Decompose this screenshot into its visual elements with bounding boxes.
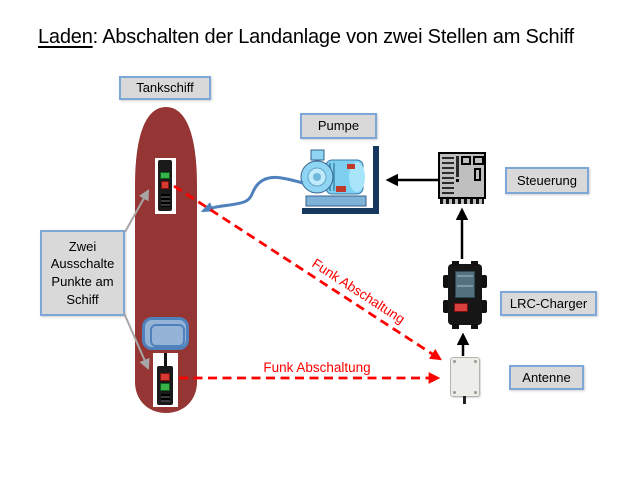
remote-display bbox=[160, 383, 170, 391]
steuerung-label: Steuerung bbox=[505, 167, 589, 194]
antenna-screw bbox=[453, 360, 456, 363]
charger-display-panel bbox=[455, 271, 475, 298]
pumpe-label: Pumpe bbox=[300, 113, 377, 139]
pump-motor-cap bbox=[349, 162, 365, 192]
remote-antenna-stub bbox=[164, 353, 167, 367]
charger-panel-line bbox=[457, 285, 473, 287]
quay-wall-vertical bbox=[373, 146, 379, 214]
remote-stop-button bbox=[160, 373, 170, 381]
controller-module-1 bbox=[461, 156, 471, 165]
antenne-device-icon bbox=[450, 357, 480, 397]
controller-connector-pins bbox=[440, 199, 484, 204]
lrc-charger-device-icon bbox=[443, 261, 487, 329]
pump-rib bbox=[333, 163, 335, 191]
pointer-line-upper bbox=[124, 189, 150, 233]
quay-wall-horizontal bbox=[302, 208, 379, 214]
title-underlined-word: Laden bbox=[38, 26, 93, 48]
controller-led bbox=[456, 179, 459, 182]
charger-panel-line bbox=[457, 275, 473, 277]
zwei-ausschalte-punkte-label: Zwei Ausschalte Punkte am Schiff bbox=[40, 230, 125, 316]
lrc-charger-label: LRC-Charger bbox=[500, 291, 597, 316]
charger-mount-tab bbox=[452, 261, 459, 266]
loading-hose bbox=[200, 175, 304, 213]
antenna-screw bbox=[474, 391, 477, 394]
pump-base bbox=[305, 195, 367, 207]
title-rest: : Abschalten der Landanlage von zwei Ste… bbox=[92, 26, 575, 48]
remote-speaker-grill bbox=[161, 394, 170, 402]
antenna-screw bbox=[474, 360, 477, 363]
antenna-screw bbox=[453, 391, 456, 394]
remote-stop-button bbox=[161, 181, 169, 189]
controller-module-2 bbox=[473, 156, 484, 165]
controller-slot bbox=[456, 156, 459, 177]
pump-flange bbox=[310, 149, 325, 161]
charger-red-button bbox=[454, 303, 468, 312]
deck-hatch-inner bbox=[150, 324, 185, 347]
tankschiff-label: Tankschiff bbox=[119, 76, 211, 100]
page-title: Laden: Abschalten der Landanlage von zwe… bbox=[38, 26, 574, 49]
steuerung-device-icon bbox=[438, 152, 486, 199]
charger-clip bbox=[443, 300, 449, 313]
remote-display bbox=[160, 172, 170, 179]
pump-volute-hub bbox=[313, 173, 321, 181]
deck-hatch bbox=[142, 317, 189, 350]
funk-abschaltung-label-diagonal: Funk Abschaltung bbox=[309, 256, 407, 327]
antenne-label: Antenne bbox=[509, 365, 584, 390]
charger-mount-tab bbox=[452, 324, 459, 329]
funk-abschaltung-label-horizontal: Funk Abschaltung bbox=[263, 360, 370, 375]
pumpe-device-icon bbox=[300, 146, 379, 214]
remote-transmitter-bow bbox=[155, 158, 176, 214]
charger-clip bbox=[481, 275, 487, 288]
controller-vent-slats bbox=[442, 157, 454, 195]
charger-mount-tab bbox=[471, 261, 478, 266]
charger-clip bbox=[443, 275, 449, 288]
charger-mount-tab bbox=[471, 324, 478, 329]
remote-speaker-grill bbox=[161, 194, 170, 207]
antenna-cable-stub bbox=[463, 396, 466, 404]
pump-tag bbox=[336, 186, 346, 192]
charger-clip bbox=[481, 300, 487, 313]
controller-module-3 bbox=[474, 168, 481, 181]
pump-tag bbox=[347, 164, 355, 169]
remote-transmitter-stern bbox=[153, 353, 178, 407]
